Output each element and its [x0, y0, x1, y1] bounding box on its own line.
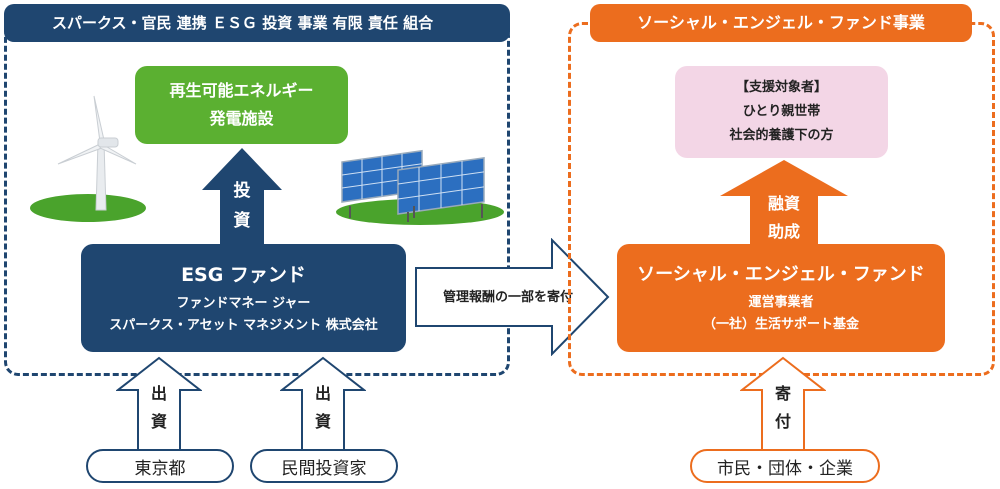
renewable-energy-box: 再生可能エネルギー 発電施設: [135, 66, 348, 144]
esg-fund-line2: スパークス・アセット マネジメント 株式会社: [109, 317, 378, 333]
renewable-line1: 再生可能エネルギー: [169, 81, 314, 100]
tokyo-char-2: 資: [150, 412, 167, 431]
citizens-char-2: 付: [774, 412, 791, 431]
tokyo-label: 東京都: [134, 458, 186, 479]
private-investors-pill: 民間投資家: [250, 449, 398, 483]
target-heading: 【支援対象者】: [735, 80, 827, 95]
tokyo-pill: 東京都: [86, 449, 234, 483]
loan-line2: 助成: [767, 222, 800, 241]
donation-arrow-label: 管理報酬の一部を寄付: [442, 290, 573, 305]
target-line2: ひとり親世帯: [742, 104, 821, 119]
tokyo-arrow-label: 出 資: [139, 380, 179, 436]
esg-fund-box: ESG ファンド ファンドマネー ジャー スパークス・アセット マネジメント 株…: [81, 244, 406, 352]
loan-line1: 融資: [767, 194, 800, 213]
social-fund-line1: 運営事業者: [748, 295, 814, 310]
invest-char-2: 資: [233, 211, 251, 231]
solar-panel-illustration: [336, 149, 504, 225]
target-line3: 社会的養護下の方: [729, 128, 834, 143]
private-char-1: 出: [314, 384, 331, 403]
invest-char-1: 投: [233, 181, 251, 201]
private-label: 民間投資家: [281, 458, 367, 479]
private-char-2: 資: [314, 412, 331, 431]
esg-fund-line1: ファンドマネー ジャー: [176, 295, 311, 311]
social-fund-line2: （一社）生活サポート基金: [702, 317, 859, 332]
loan-arrow-label: 融資 助成: [752, 190, 816, 246]
support-target-box: 【支援対象者】 ひとり親世帯 社会的養護下の方: [675, 66, 888, 158]
loan-arrow-shape: [720, 160, 848, 246]
invest-arrow-label: 投 資: [222, 176, 262, 236]
donation-arrow-shape: [415, 238, 610, 356]
citizens-arrow-label: 寄 付: [763, 380, 803, 436]
citizens-pill: 市民・団体・企業: [690, 449, 880, 483]
wind-turbine-illustration: [30, 95, 146, 222]
esg-fund-title: ESG ファンド: [181, 263, 306, 286]
left-section-title-bar: スパークス・官民 連携 ＥＳＧ 投資 事業 有限 責任 組合: [4, 4, 510, 42]
tokyo-char-1: 出: [150, 384, 167, 403]
right-section-title-bar: ソーシャル・エンジェル・ファンド事業: [590, 4, 972, 42]
citizens-label: 市民・団体・企業: [717, 458, 853, 479]
right-section-title: ソーシャル・エンジェル・ファンド事業: [637, 13, 925, 32]
private-arrow-label: 出 資: [303, 380, 343, 436]
invest-arrow-shape: [202, 148, 282, 246]
social-angel-fund-box: ソーシャル・エンジェル・ファンド 運営事業者 （一社）生活サポート基金: [617, 244, 945, 352]
renewable-line2: 発電施設: [209, 109, 274, 128]
left-section-title: スパークス・官民 連携 ＥＳＧ 投資 事業 有限 責任 組合: [52, 14, 434, 32]
social-fund-title: ソーシャル・エンジェル・ファンド: [637, 264, 925, 285]
citizens-char-1: 寄: [774, 384, 791, 403]
